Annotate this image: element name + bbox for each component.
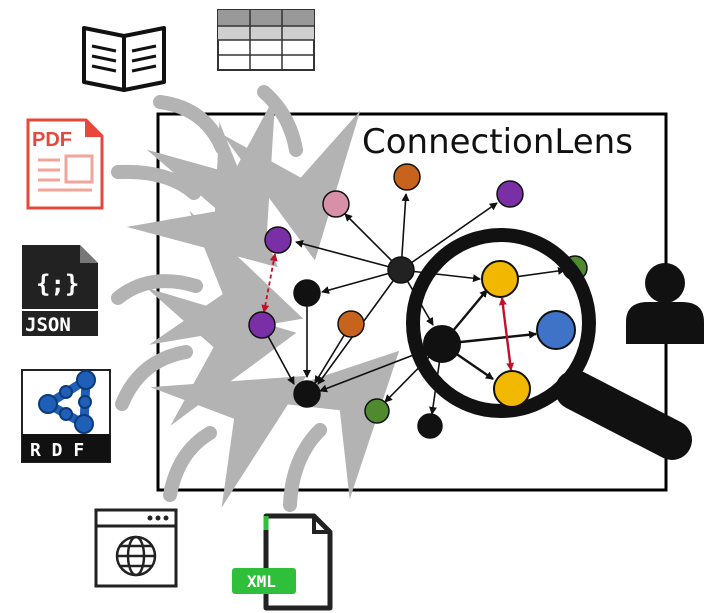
node-black-low: [293, 380, 321, 408]
xml-label: XML: [247, 572, 276, 591]
node-purple-top: [264, 226, 292, 254]
arrow-from-web: [150, 375, 307, 508]
arrow-from-table: [222, 85, 361, 261]
node-hub: [387, 256, 415, 284]
xml-file-icon: XML: [232, 513, 333, 611]
node-yellow-top: [481, 260, 519, 298]
node-orange-mid: [337, 310, 365, 338]
arrow-from-xml: [250, 350, 400, 512]
json-braces: {;}: [36, 270, 79, 298]
magnifier-icon: [406, 228, 692, 460]
web-page-icon: [94, 508, 178, 588]
node-black-mid: [293, 279, 321, 307]
input-arrows: [111, 85, 400, 512]
node-bigblack: [423, 325, 461, 363]
user-icon: [626, 263, 704, 344]
arrow-from-json: [111, 210, 304, 345]
table-icon: [217, 9, 315, 71]
node-yellow-low: [493, 370, 531, 408]
similarity-link-yellow: [498, 297, 515, 371]
arrow-from-book: [146, 94, 276, 252]
pdf-file-icon: PDF: [26, 118, 104, 210]
rdf-file-icon: R D F: [21, 369, 111, 463]
node-pink: [322, 190, 350, 218]
edge-hub-purple-top: [295, 239, 402, 271]
node-purple-right: [496, 180, 524, 208]
rdf-label: R D F: [30, 440, 84, 461]
node-orange-top: [393, 163, 421, 191]
node-blue: [536, 310, 576, 350]
book-icon: [82, 26, 166, 92]
json-label: JSON: [25, 314, 71, 336]
node-green-low: [364, 398, 390, 424]
node-purple-left: [248, 311, 276, 339]
json-file-icon: {;} JSON: [22, 245, 98, 336]
similarity-link-purple: [261, 253, 278, 313]
node-black-lower: [417, 413, 443, 439]
diagram-title: ConnectionLens: [362, 122, 633, 162]
pdf-label: PDF: [32, 129, 72, 151]
arrow-from-pdf: [111, 122, 278, 268]
magnified-nodes: [423, 260, 576, 408]
edge-hub-purple-right: [400, 202, 498, 271]
arrow-from-rdf: [115, 287, 297, 426]
